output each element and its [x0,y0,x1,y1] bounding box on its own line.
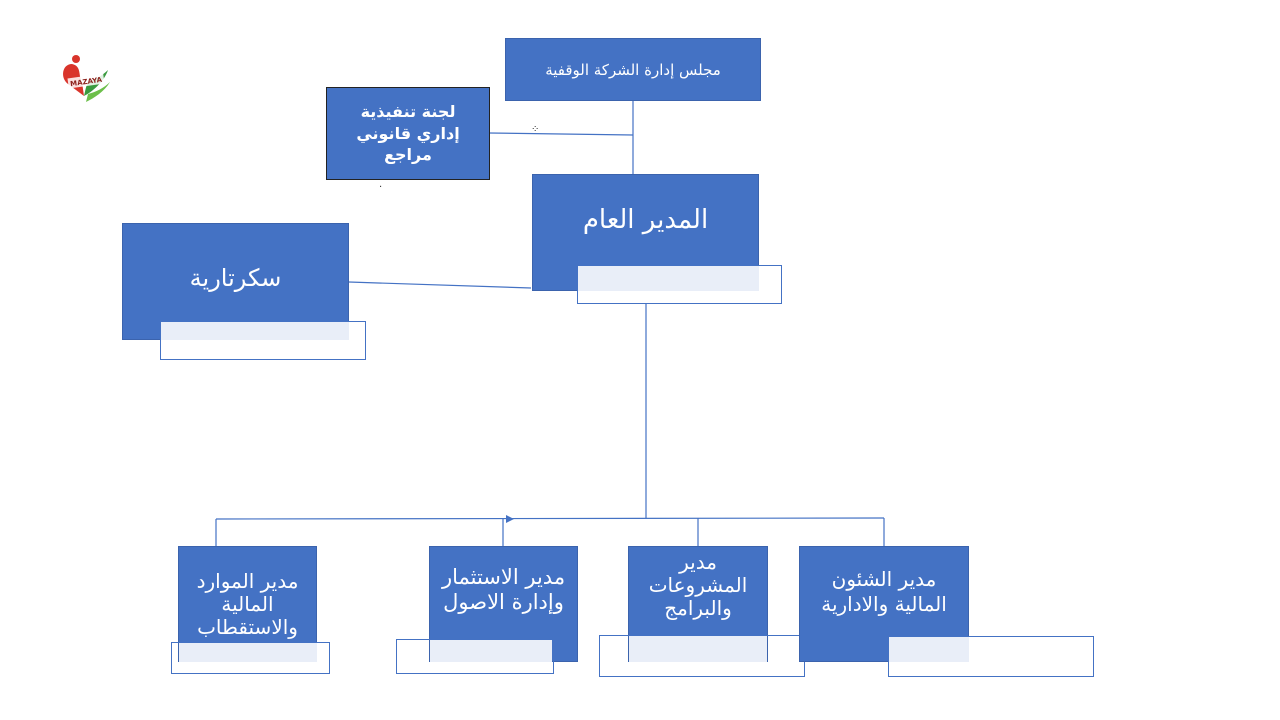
handle-dots-icon: ⁘ [531,124,540,135]
hr-manager-line-2: المالية [221,591,274,616]
arrow-head [506,515,514,523]
gm-subbox [577,265,782,304]
investment-subbox-fill [430,640,552,662]
mazaya-logo-icon: MAZAYA [63,55,110,102]
secretariat-label: سكرتارية [189,264,282,292]
projects-manager-line-1: مدير [679,550,717,574]
hr-subbox-fill [179,643,317,662]
secretariat-node: سكرتارية [122,223,349,340]
admin-subbox-fill [889,637,969,662]
admin-manager-line-2: المالية والادارية [821,592,947,616]
projects-subbox [599,635,805,677]
admin-manager-node: مدير الشئون المالية والادارية [799,546,969,662]
investment-subbox [396,639,554,674]
board-label: مجلس إدارة الشركة الوقفية [545,60,721,79]
admin-subbox [888,636,1094,677]
secretariat-line [348,281,532,289]
committee-node: لجنة تنفيذية إداري قانوني مراجع [326,87,490,180]
hr-manager-line-1: مدير الموارد [196,568,299,593]
investment-manager-line-2: وإدارة الاصول [443,590,564,615]
committee-line-2: إداري قانوني [356,123,460,143]
hr-subbox [171,642,330,674]
committee-line [488,132,634,136]
committee-line-1: لجنة تنفيذية [360,102,456,122]
projects-manager-line-3: والبرامج [664,596,732,620]
investment-manager-line-1: مدير الاستثمار [441,565,566,589]
board-node: مجلس إدارة الشركة الوقفية [505,38,761,101]
projects-subbox-fill [629,636,767,662]
hr-manager-line-3: والاستقطاب [197,614,298,639]
projects-manager-line-2: المشروعات [648,573,748,597]
general-manager-label: المدير العام [582,205,709,235]
secretariat-subbox-fill [161,322,349,340]
committee-line-3: مراجع [384,145,432,165]
secretariat-subbox [160,321,366,360]
small-dot-icon: · [379,182,383,193]
branch-horizontal-line [215,517,885,520]
admin-manager-line-1: مدير الشئون [831,567,937,591]
gm-subbox-fill [578,266,759,291]
